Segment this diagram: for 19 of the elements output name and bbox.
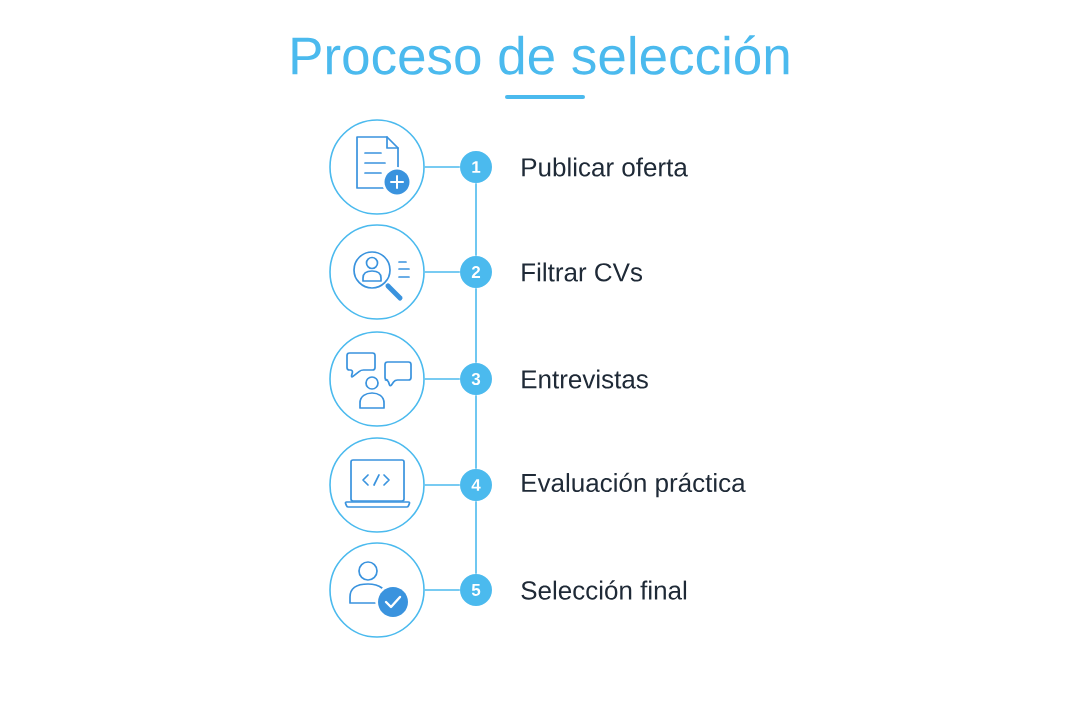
step-label: Filtrar CVs bbox=[522, 262, 642, 282]
step-label: Publicar oferta bbox=[522, 157, 688, 177]
connector-line bbox=[424, 589, 461, 591]
icon-circle bbox=[329, 437, 425, 533]
step-label: Selección final bbox=[521, 580, 687, 600]
connector-line bbox=[475, 500, 477, 575]
icon-circle bbox=[329, 224, 425, 320]
icon-circle bbox=[329, 119, 425, 215]
connector-line bbox=[424, 484, 461, 486]
connector-line bbox=[475, 182, 477, 257]
connector-line bbox=[475, 287, 477, 364]
connector-line bbox=[424, 166, 461, 168]
connector-line bbox=[424, 271, 461, 273]
connector-line bbox=[424, 378, 461, 380]
step-label: Entrevistas bbox=[522, 369, 648, 389]
title: Proceso de selección bbox=[292, 35, 789, 75]
connector-line bbox=[475, 394, 477, 470]
step-label: Evaluación práctica bbox=[522, 472, 746, 498]
icon-circle bbox=[329, 331, 425, 427]
